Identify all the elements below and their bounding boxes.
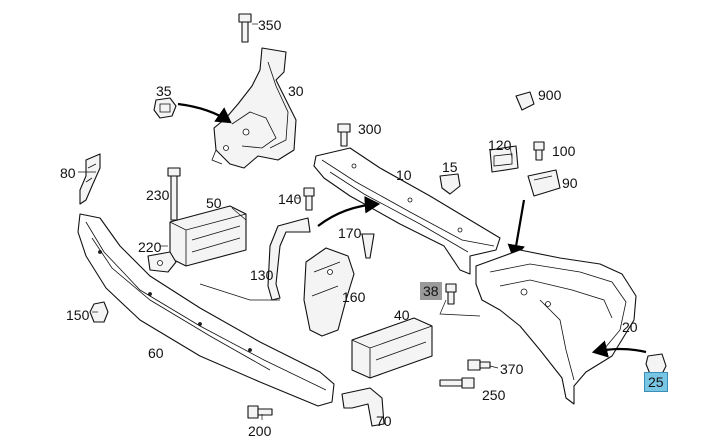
callout-100: 100	[552, 143, 576, 159]
latch-90	[527, 169, 561, 197]
callout-38-highlighted: 38	[420, 282, 442, 300]
bolt-230	[167, 167, 181, 221]
bolt-300	[337, 123, 351, 147]
callout-70: 70	[376, 413, 392, 429]
leader-lines	[78, 23, 513, 420]
absorber-50	[169, 205, 247, 267]
callout-15: 15	[442, 159, 458, 175]
bolt-250	[439, 377, 475, 389]
plate-220	[147, 251, 177, 273]
clip-900	[515, 91, 535, 111]
callout-250: 250	[482, 387, 506, 403]
callout-40: 40	[394, 307, 410, 323]
callout-130: 130	[250, 267, 274, 283]
callout-60: 60	[148, 345, 164, 361]
clip-35	[153, 97, 177, 119]
callout-10: 10	[396, 167, 412, 183]
callout-90: 90	[562, 175, 578, 191]
callout-350: 350	[258, 17, 282, 33]
clip-150	[89, 301, 109, 323]
absorber-40	[351, 317, 433, 379]
callout-150: 150	[66, 307, 90, 323]
clip-25	[645, 353, 667, 375]
callout-200: 200	[248, 423, 272, 439]
callout-170: 170	[338, 225, 362, 241]
bracket-80	[79, 153, 101, 205]
callout-50: 50	[206, 195, 222, 211]
bracket-160	[303, 247, 355, 337]
bolt-38	[445, 283, 457, 305]
callout-230: 230	[146, 187, 170, 203]
callout-160: 160	[342, 289, 366, 305]
clip-170	[361, 233, 375, 259]
callout-20: 20	[622, 319, 638, 335]
bolt-100	[533, 141, 545, 161]
callout-80: 80	[60, 165, 76, 181]
callout-140: 140	[278, 191, 302, 207]
callout-30: 30	[288, 83, 304, 99]
cross-member-10	[313, 147, 501, 275]
clip-15	[439, 173, 461, 195]
callout-220: 220	[138, 239, 162, 255]
bracket-30	[211, 47, 297, 169]
bolt-350	[238, 13, 252, 43]
bracket-70	[341, 387, 385, 427]
bumper-beam-60	[77, 213, 335, 407]
bolt-200	[247, 405, 273, 419]
callout-900: 900	[538, 87, 562, 103]
callout-120: 120	[488, 137, 512, 153]
bolt-140	[303, 187, 315, 211]
callout-300: 300	[358, 121, 382, 137]
bolt-370	[467, 359, 491, 371]
rod-130	[267, 217, 311, 301]
front-frame-20	[475, 249, 637, 405]
callout-370: 370	[500, 361, 524, 377]
callout-35: 35	[156, 83, 172, 99]
callout-25-highlighted: 25	[644, 372, 668, 392]
